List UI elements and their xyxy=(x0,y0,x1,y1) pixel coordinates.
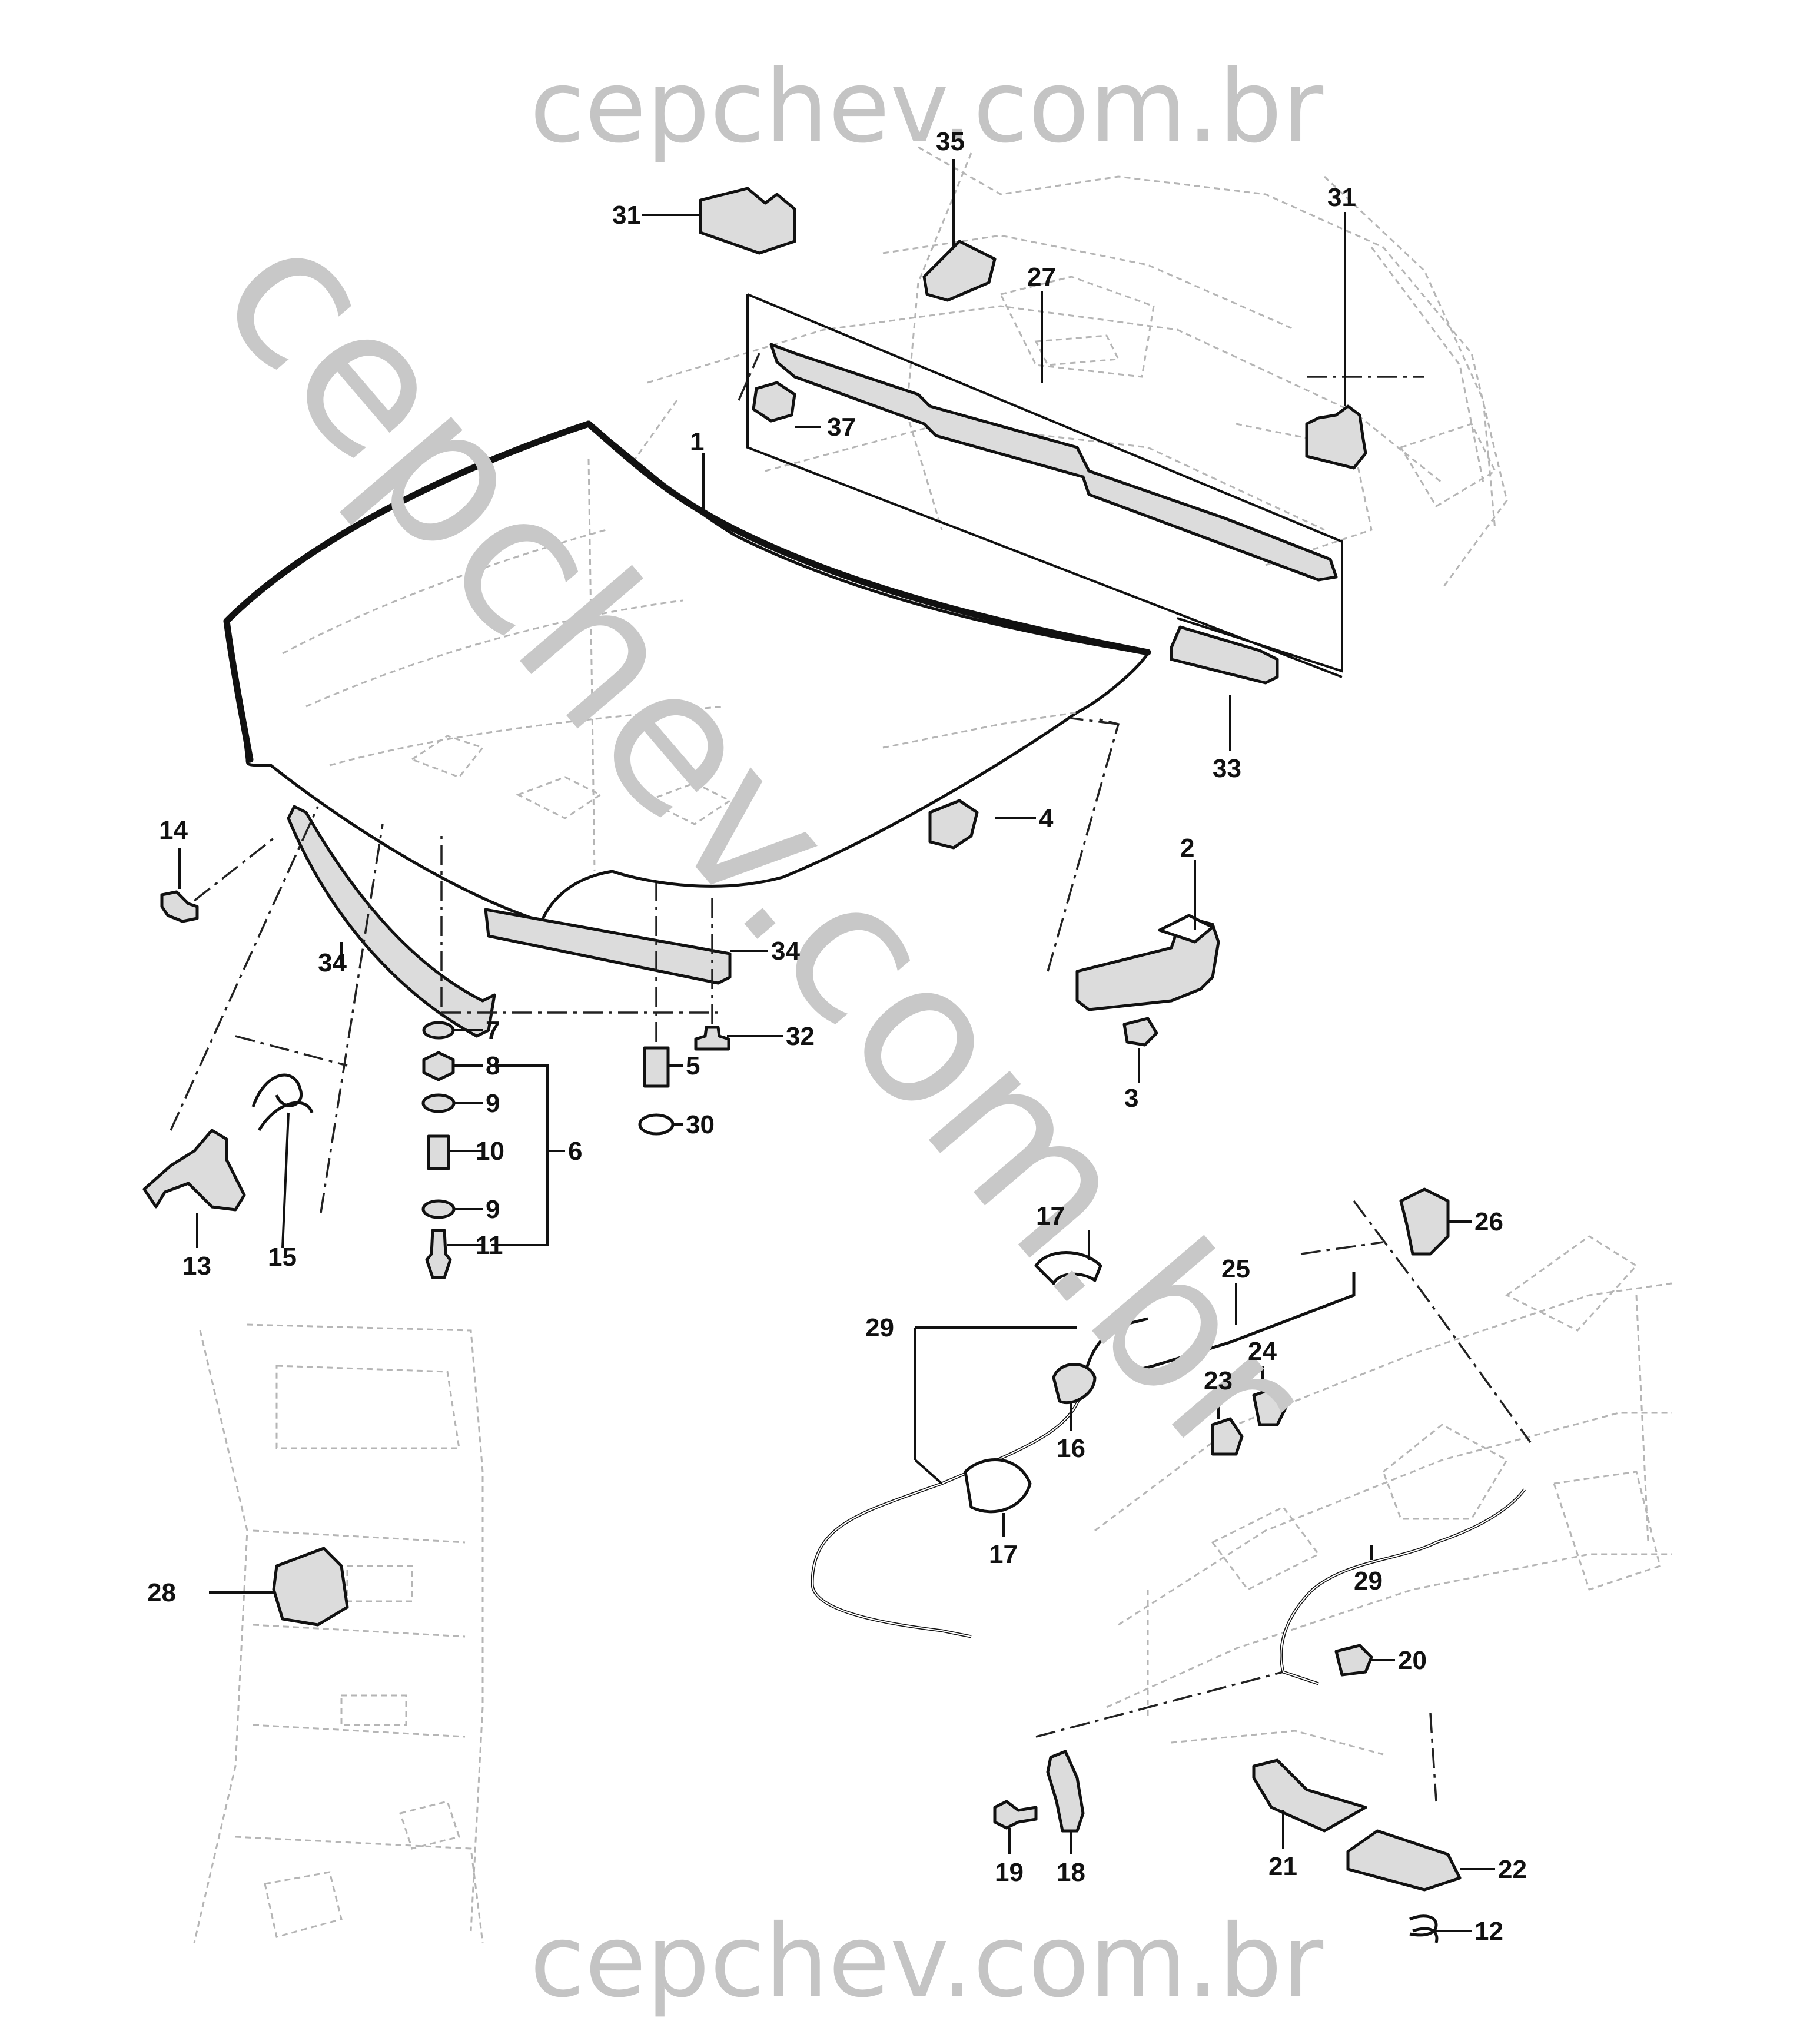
spring-12 xyxy=(1409,1914,1439,1943)
callout-29-right: 29 xyxy=(1354,1567,1383,1595)
callout-30: 30 xyxy=(686,1110,715,1139)
callout-9-upper: 9 xyxy=(486,1089,500,1118)
bumper-block xyxy=(752,381,796,423)
cable-clip-17-upper xyxy=(1034,1251,1102,1285)
hood-bolt-14 xyxy=(160,890,199,923)
callout-10: 10 xyxy=(476,1137,504,1166)
plug-30 xyxy=(638,1113,675,1136)
callout-33: 33 xyxy=(1213,754,1241,783)
wedge-pad xyxy=(922,240,997,302)
callout-17-upper: 17 xyxy=(1036,1202,1065,1230)
background-body-sketch-lower-left xyxy=(193,1323,484,1943)
watermark-top: cepchev.com.br xyxy=(530,49,1323,165)
washer-7 xyxy=(422,1021,455,1040)
callout-18: 18 xyxy=(1057,1858,1085,1887)
callout-21: 21 xyxy=(1268,1852,1297,1881)
callout-35: 35 xyxy=(936,127,965,156)
callout-31-right: 31 xyxy=(1327,183,1356,212)
grommet-16 xyxy=(1052,1363,1097,1405)
watermark-diagonal: cepchev.com.br xyxy=(177,183,1351,1503)
callout-28: 28 xyxy=(147,1578,176,1607)
cable-clip-17-lower xyxy=(964,1458,1032,1514)
callout-7: 7 xyxy=(486,1016,500,1045)
hood-rail-right xyxy=(484,908,732,985)
cable-bracket-26 xyxy=(1399,1187,1450,1256)
hood-stop-right xyxy=(1305,404,1367,470)
callout-31-left: 31 xyxy=(612,201,641,230)
callout-32: 32 xyxy=(786,1022,815,1051)
hood-latch-13 xyxy=(142,1129,246,1212)
screw-32 xyxy=(694,1026,730,1051)
latch-spring-15 xyxy=(251,1073,314,1132)
callout-26: 26 xyxy=(1474,1207,1503,1236)
bolt-11 xyxy=(425,1229,452,1279)
background-body-sketch-upper xyxy=(587,146,1508,649)
callout-14: 14 xyxy=(159,816,188,845)
washer-9-lower xyxy=(421,1199,456,1219)
callout-numbers: 1 2 3 4 5 6 7 8 9 9 10 11 12 13 14 15 16… xyxy=(147,127,1527,1946)
watermark-bottom: cepchev.com.br xyxy=(530,1903,1323,2020)
callout-27: 27 xyxy=(1027,263,1056,291)
hood-hinge xyxy=(1075,914,1220,1011)
clip-20 xyxy=(1334,1644,1373,1677)
assembly-guide-lines xyxy=(170,353,1532,1802)
nut-8 xyxy=(422,1051,455,1081)
callout-37: 37 xyxy=(827,413,856,442)
hinge-bolt xyxy=(1122,1017,1158,1047)
callout-22: 22 xyxy=(1498,1855,1527,1884)
washer-9-upper xyxy=(421,1093,456,1113)
retainer-23 xyxy=(1211,1417,1244,1456)
rubber-sleeve-5 xyxy=(643,1046,670,1088)
callout-12: 12 xyxy=(1474,1917,1503,1946)
callout-25: 25 xyxy=(1221,1255,1250,1283)
latch-plate-21 xyxy=(1252,1758,1367,1833)
fastener-group-bracket xyxy=(491,1064,549,1246)
latch-assembly-22 xyxy=(1346,1829,1462,1892)
spring-10 xyxy=(427,1134,450,1170)
cowl-seal-strip xyxy=(769,343,1338,582)
callout-4: 4 xyxy=(1039,804,1054,833)
weatherstrip-33 xyxy=(1170,625,1279,685)
hood-bumper-4 xyxy=(928,799,979,850)
panel-cover-28 xyxy=(272,1547,349,1627)
callout-24: 24 xyxy=(1248,1337,1277,1366)
screw-19 xyxy=(993,1800,1038,1830)
seal-group-frame xyxy=(746,293,1343,678)
callout-leader-lines xyxy=(178,159,1495,1932)
callout-23: 23 xyxy=(1204,1366,1233,1395)
callout-15: 15 xyxy=(268,1243,297,1272)
callout-34-left: 34 xyxy=(318,948,347,977)
retainer-24 xyxy=(1252,1388,1288,1426)
callout-19: 19 xyxy=(995,1858,1024,1887)
hood-rail-left xyxy=(287,805,496,1038)
callout-13: 13 xyxy=(182,1252,211,1280)
release-rod-25 xyxy=(1130,1272,1356,1373)
callout-29-left: 29 xyxy=(865,1313,894,1342)
callout-8: 8 xyxy=(486,1051,500,1080)
callout-2: 2 xyxy=(1180,834,1194,862)
callout-34-right: 34 xyxy=(771,937,800,965)
background-body-sketch-lower-right xyxy=(1094,1235,1672,1756)
callout-6: 6 xyxy=(568,1137,582,1166)
cable-bracket-18 xyxy=(1046,1750,1085,1833)
callout-1: 1 xyxy=(690,427,704,456)
callout-9-lower: 9 xyxy=(486,1195,500,1224)
callout-3: 3 xyxy=(1124,1084,1138,1113)
callout-5: 5 xyxy=(686,1051,700,1080)
hood-stop-left xyxy=(699,187,796,255)
hood-panel xyxy=(223,420,1151,923)
callout-17-lower: 17 xyxy=(989,1540,1018,1569)
callout-11: 11 xyxy=(476,1231,503,1260)
callout-16: 16 xyxy=(1057,1434,1085,1463)
callout-20: 20 xyxy=(1398,1646,1427,1675)
